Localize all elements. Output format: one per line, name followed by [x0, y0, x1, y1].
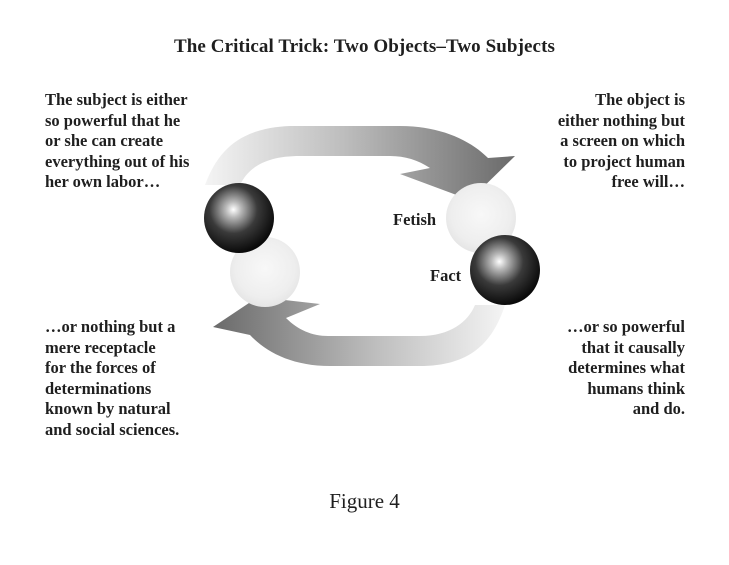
- text-object-screen: The object is either nothing but a scree…: [557, 90, 685, 191]
- arrow-top: [205, 126, 515, 200]
- figure-caption: Figure 4: [329, 489, 400, 513]
- label-fact: Fact: [430, 266, 462, 285]
- text-object-powerful: …or so powerful that it causally determi…: [567, 317, 685, 418]
- sphere-light-right: [446, 183, 516, 253]
- sphere-light-left: [230, 237, 300, 307]
- figure-title: The Critical Trick: Two Objects–Two Subj…: [173, 36, 556, 57]
- text-subject-powerful: The subject is either so powerful that h…: [45, 90, 190, 191]
- text-subject-receptacle: …or nothing but a mere receptacle for th…: [45, 317, 180, 439]
- arrow-bottom: [213, 297, 505, 366]
- sphere-dark-left: [204, 183, 274, 253]
- sphere-dark-right: [470, 235, 540, 305]
- label-fetish: Fetish: [393, 210, 437, 229]
